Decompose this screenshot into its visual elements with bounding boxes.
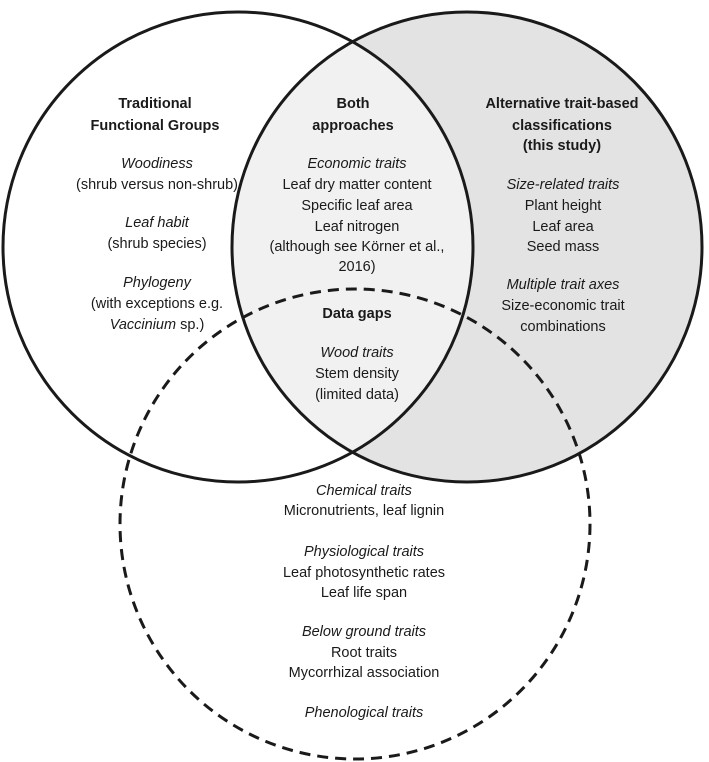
wood-traits-detail-2: (limited data) — [315, 387, 399, 403]
both-heading-line-1: Both — [336, 96, 369, 112]
leaf-habit-detail: (shrub species) — [107, 236, 206, 252]
data-gaps-circle — [118, 287, 592, 761]
wood-traits-detail-1: Stem density — [315, 366, 400, 382]
phylogeny-detail-1: (with exceptions e.g. — [91, 296, 223, 312]
physiological-detail-1: Leaf photosynthetic rates — [283, 565, 445, 581]
size-related-category: Size-related traits — [507, 177, 620, 193]
size-related-detail-3: Seed mass — [527, 239, 600, 255]
phenological-category: Phenological traits — [305, 705, 424, 721]
leaf-habit-category: Leaf habit — [125, 215, 190, 231]
alternative-heading-line-2: classifications — [512, 118, 612, 134]
multiple-axes-detail-1: Size-economic trait — [501, 298, 624, 314]
multiple-axes-detail-2: combinations — [520, 319, 605, 335]
physiological-traits-category: Physiological traits — [304, 544, 424, 560]
physiological-detail-2: Leaf life span — [321, 585, 407, 601]
traditional-heading-line-2: Functional Groups — [91, 118, 220, 134]
below-ground-detail-2: Mycorrhizal association — [289, 665, 440, 681]
traditional-heading-line-1: Traditional — [118, 96, 191, 112]
phylogeny-category: Phylogeny — [123, 275, 191, 291]
woodiness-category: Woodiness — [121, 156, 193, 172]
traditional-circle — [1, 10, 475, 484]
both-heading-line-2: approaches — [312, 118, 393, 134]
overlap-region-fill — [232, 12, 473, 482]
multiple-axes-category: Multiple trait axes — [507, 277, 620, 293]
size-related-detail-1: Plant height — [525, 198, 602, 214]
size-related-detail-2: Leaf area — [532, 219, 594, 235]
economic-detail-3: Leaf nitrogen — [315, 219, 400, 235]
chemical-traits-category: Chemical traits — [316, 483, 412, 499]
wood-traits-category: Wood traits — [320, 345, 393, 361]
economic-detail-1: Leaf dry matter content — [282, 177, 431, 193]
data-gaps-heading: Data gaps — [322, 306, 391, 322]
economic-detail-2: Specific leaf area — [301, 198, 413, 214]
below-ground-category: Below ground traits — [302, 624, 426, 640]
woodiness-detail: (shrub versus non-shrub) — [76, 177, 238, 193]
alternative-heading-line-1: Alternative trait-based — [485, 96, 638, 112]
alternative-circle — [230, 10, 704, 484]
below-ground-detail-1: Root traits — [331, 645, 397, 661]
economic-detail-5: 2016) — [338, 259, 375, 275]
economic-detail-4: (although see Körner et al., — [270, 239, 445, 255]
alternative-heading-line-3: (this study) — [523, 138, 601, 154]
phylogeny-detail-2: Vaccinium sp.) — [110, 317, 205, 333]
economic-traits-category: Economic traits — [307, 156, 406, 172]
chemical-traits-detail: Micronutrients, leaf lignin — [284, 503, 444, 519]
